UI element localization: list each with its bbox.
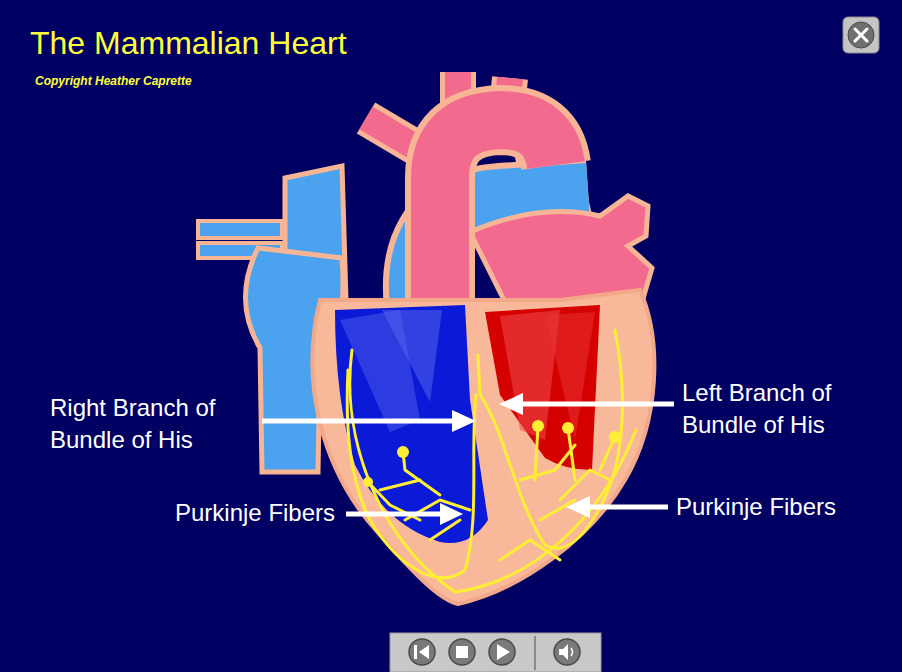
page-title: The Mammalian Heart	[30, 24, 347, 62]
page-title-slot: The Mammalian Heart	[30, 24, 347, 62]
part-label: Purkinje Fibers	[175, 497, 335, 529]
close-button	[843, 17, 879, 53]
part-label-slot: Left Branch of Bundle of His	[682, 377, 887, 442]
player-toolbar	[390, 633, 601, 672]
copyright-note: Copyright Heather Caprette	[35, 74, 192, 88]
part-label: Left Branch of Bundle of His	[682, 377, 887, 442]
part-label: Right Branch of Bundle of His	[50, 392, 255, 457]
ventricles	[335, 305, 600, 543]
conduction-system	[347, 330, 636, 592]
copyright-note-slot: Copyright Heather Caprette	[35, 74, 192, 88]
part-label-slot: Purkinje Fibers	[175, 497, 335, 529]
part-label-slot: Purkinje Fibers	[676, 491, 836, 523]
node-dots	[363, 420, 621, 487]
part-label: Purkinje Fibers	[676, 491, 836, 523]
part-label-slot: Right Branch of Bundle of His	[50, 392, 255, 457]
heart-wall	[313, 290, 655, 604]
